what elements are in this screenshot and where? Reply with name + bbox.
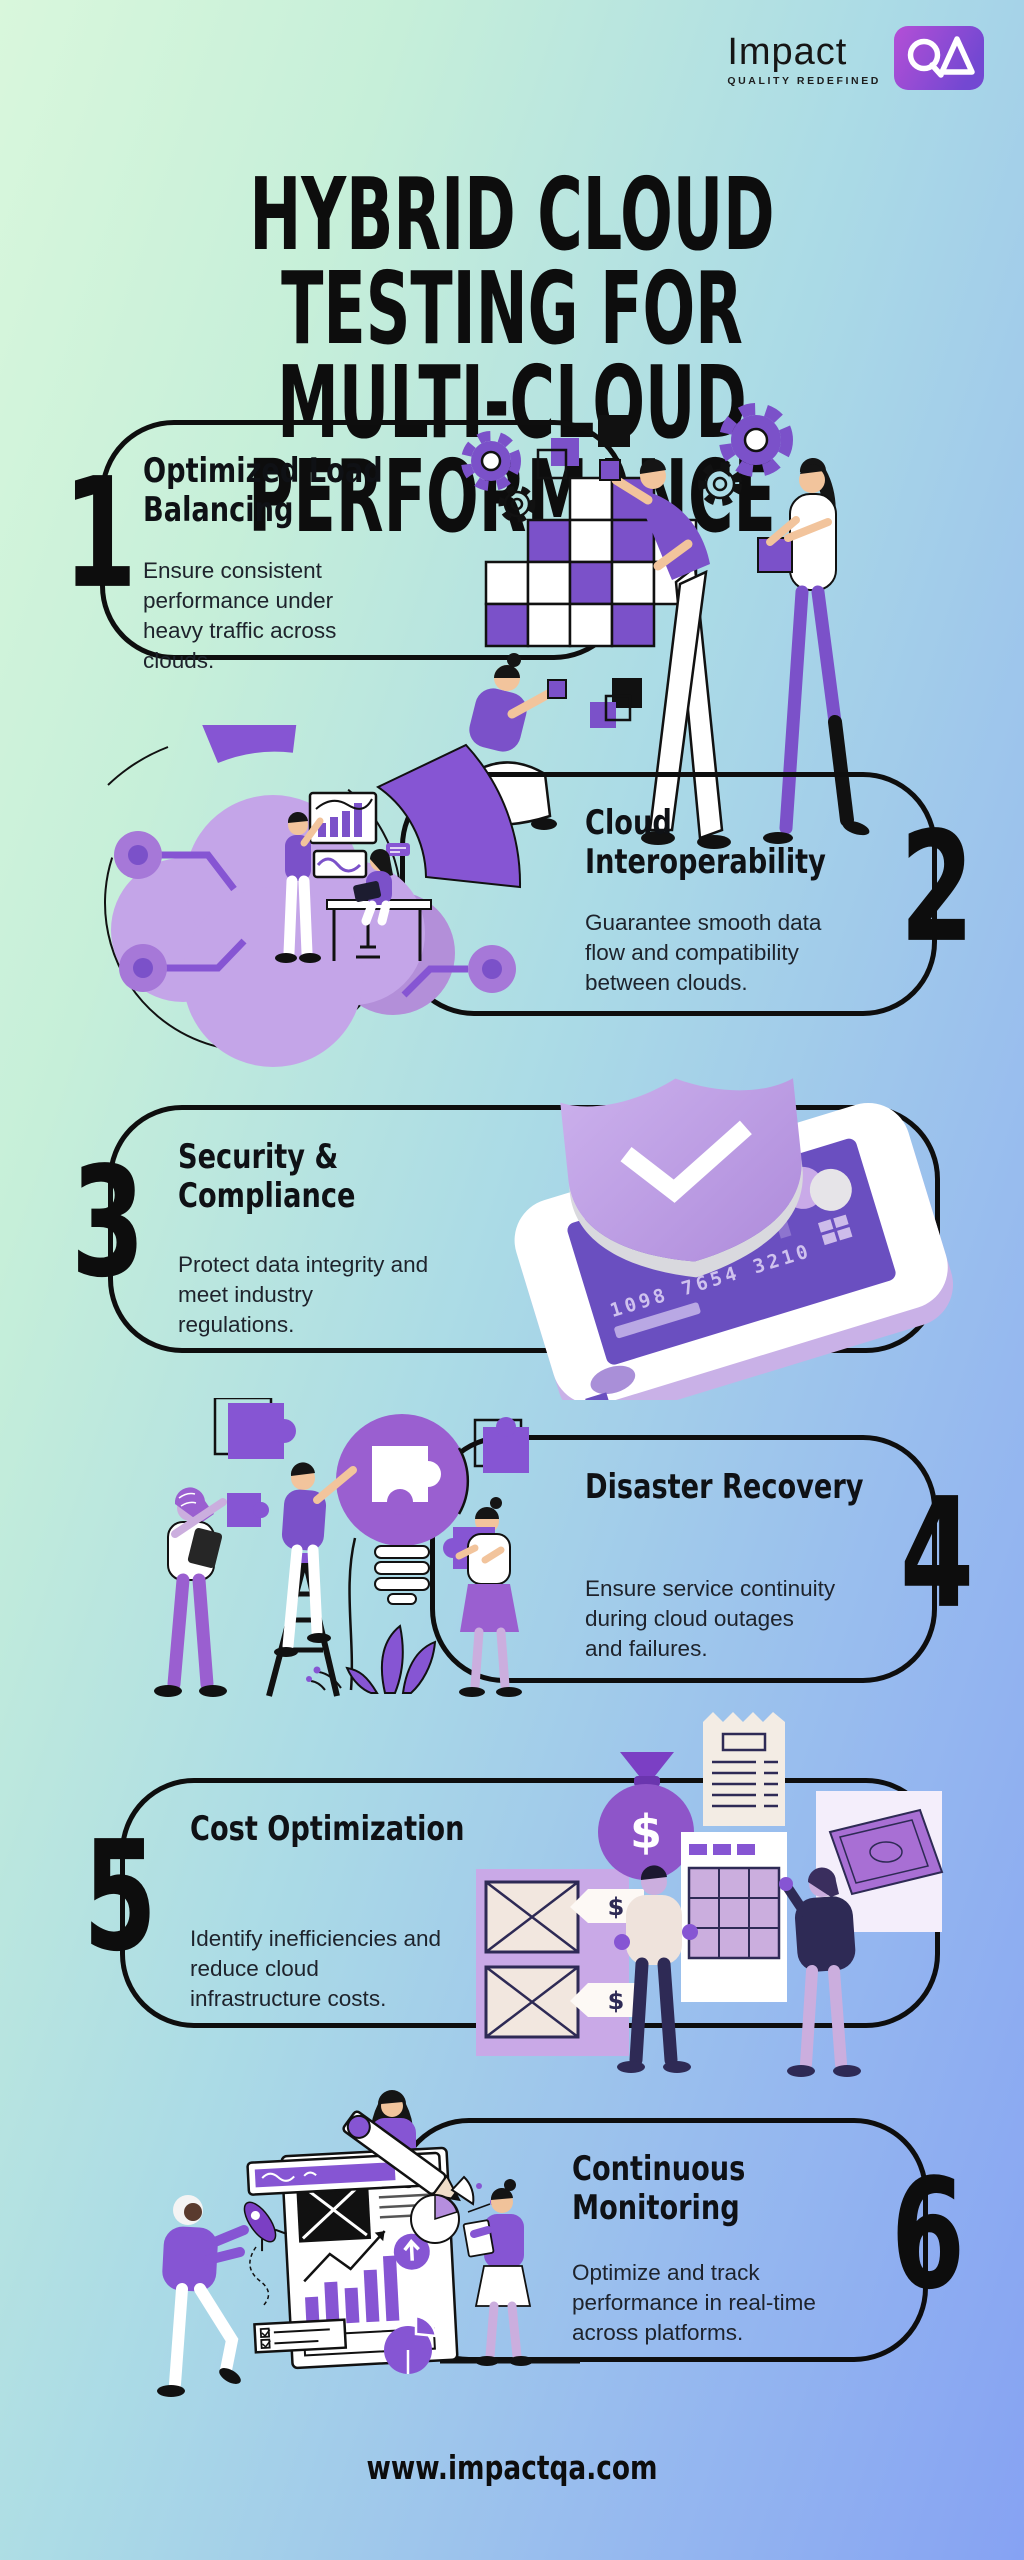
- plant-icon: [306, 1624, 437, 1694]
- continuous-monitoring-illustration: [157, 2090, 580, 2397]
- money-bag-dollar: $: [630, 1805, 662, 1859]
- circuit-node-icon: [114, 831, 516, 998]
- section-description-3: Protect data integrity and meet industry…: [178, 1252, 429, 1337]
- section-number-3: 3: [70, 1133, 146, 1311]
- person-on-ladder: [274, 1462, 357, 1657]
- puzzle-piece-icon: [213, 1398, 529, 1527]
- cost-optimization-illustration: $ $ $: [476, 1712, 944, 2077]
- section-title-6: Continuous Monitoring: [572, 2149, 746, 2228]
- shield-icon: [560, 1078, 803, 1278]
- section-title-1: Optimized Load Balancing: [143, 451, 383, 530]
- pie-chart-solid-icon: [384, 2314, 438, 2374]
- section-description-5: Identify inefficiencies and reduce cloud…: [190, 1926, 441, 2011]
- checklist-icon: [253, 2318, 348, 2354]
- banknote-icon: [816, 1791, 944, 1932]
- person-navy-sweater: [779, 1867, 861, 2077]
- impactqa-logo: Impact QUALITY REDEFINED: [727, 26, 984, 90]
- section-box-4: [430, 1435, 937, 1683]
- gear-icon: [719, 403, 793, 477]
- rocket-icon: [243, 2201, 287, 2308]
- person-with-tablet: [462, 2179, 533, 2366]
- security-compliance-illustration: 1098 7654 3210: [514, 1078, 954, 1400]
- whiteboard-chart: [308, 791, 410, 879]
- section-number-6: 6: [890, 2145, 966, 2323]
- gear-icon: [461, 431, 521, 491]
- page-title: HYBRID CLOUD TESTING FOR MULTI-CLOUD PER…: [195, 156, 830, 547]
- person-with-clipboard: [154, 1487, 227, 1697]
- section-number-5: 5: [82, 1807, 158, 1985]
- price-tag-dollar: $: [608, 1987, 625, 2015]
- page-title-line1: HYBRID CLOUD TESTING FOR: [249, 156, 775, 367]
- cloud-interoperability-illustration: [104, 725, 522, 1067]
- section-description-1: Ensure consistent performance under heav…: [143, 558, 337, 673]
- crossed-out-boxes: $ $: [476, 1869, 644, 2056]
- brand-tagline: QUALITY REDEFINED: [727, 75, 881, 87]
- person-walking: [757, 457, 870, 844]
- section-description-6: Optimize and track performance in real-t…: [572, 2260, 816, 2345]
- bar-chart-icon: [305, 2255, 400, 2326]
- gear-outline-icon: [698, 462, 742, 506]
- price-tag-dollar: $: [608, 1893, 625, 1921]
- load-balancing-illustration: [430, 403, 870, 849]
- receipt-icon: [703, 1712, 785, 1826]
- person-at-desk: [326, 849, 432, 961]
- section-title-5: Cost Optimization: [190, 1809, 465, 1849]
- money-bag-icon: $: [598, 1752, 694, 1880]
- brand-text-block: Impact QUALITY REDEFINED: [727, 26, 881, 87]
- person-presenting: [275, 811, 324, 963]
- calculator-icon: [681, 1832, 787, 2002]
- cloud-shape: [111, 795, 455, 1067]
- section-title-3: Security & Compliance: [178, 1137, 356, 1216]
- person-holding-piece: [443, 1497, 522, 1697]
- gear-outline-icon: [498, 485, 536, 523]
- section-description-2: Guarantee smooth data flow and compatibi…: [585, 910, 822, 995]
- person-bending: [599, 458, 731, 849]
- person-cream-shirt: [614, 1865, 698, 2073]
- section-number-4: 4: [899, 1464, 975, 1642]
- section-number-2: 2: [899, 798, 975, 976]
- section-description-4: Ensure service continuity during cloud o…: [585, 1576, 836, 1661]
- website-link[interactable]: www.impactqa.com: [366, 2448, 658, 2487]
- section-title-4: Disaster Recovery: [585, 1467, 864, 1507]
- floating-squares: [536, 415, 642, 728]
- brand-name: Impact: [727, 31, 848, 73]
- section-number-1: 1: [62, 444, 138, 622]
- disaster-recovery-illustration: [154, 1398, 529, 1697]
- pie-chart-icon: [410, 2175, 498, 2244]
- pencil-icon: [342, 2110, 461, 2202]
- section-title-2: Cloud Interoperability: [585, 803, 826, 882]
- pie-ring-segments: [107, 725, 522, 889]
- person-with-rocket: [157, 2195, 249, 2397]
- card-chip-icon: [817, 1214, 853, 1246]
- qa-badge-icon: [894, 26, 984, 90]
